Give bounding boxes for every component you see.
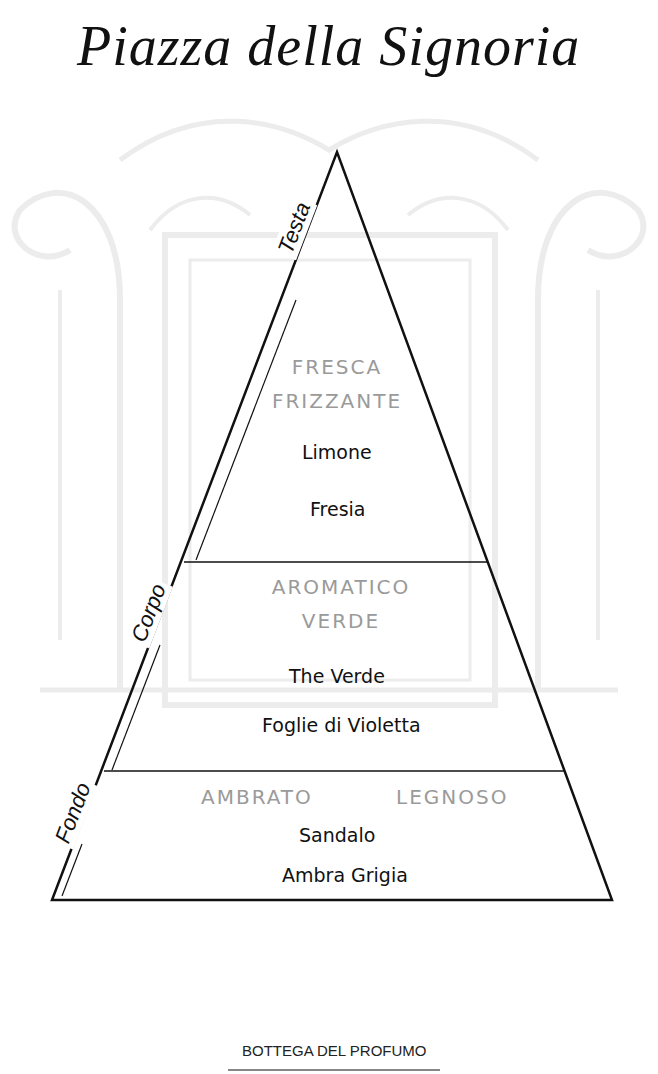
caption-underline [228, 1069, 440, 1070]
pyramid-outline [52, 152, 612, 900]
diagram-title: Piazza della Signoria [77, 14, 580, 78]
section-label: Corpo [125, 578, 173, 649]
section-label: Testa [272, 196, 317, 260]
note-ingredient: Ambra Grigia [282, 864, 408, 886]
note-ingredient: Foglie di Violetta [262, 714, 421, 736]
pyramid-band: Corpo AROMATICO VERDE The VerdeFoglie di V… [0, 562, 658, 771]
note-family: AMBRATO [201, 780, 313, 814]
note-ingredient: Fresia [310, 498, 365, 520]
brand-caption: BOTTEGA DEL PROFUMO [242, 1042, 426, 1059]
note-family: LEGNOSO [396, 780, 508, 814]
pyramid-band: TestaFRESCA FRIZZANTE LimoneFresia [0, 152, 658, 562]
pyramid-band: Fondo AMBRATO LEGNOSO SandaloAmbra Grigia [0, 771, 658, 900]
note-family: AROMATICO VERDE [241, 570, 441, 638]
note-ingredient: The Verde [289, 665, 385, 687]
note-ingredient: Limone [302, 441, 372, 463]
note-ingredient: Sandalo [299, 824, 375, 846]
ornament-watermark [15, 121, 644, 705]
section-label: Fondo [49, 776, 98, 849]
note-family: FRESCA FRIZZANTE [252, 350, 422, 418]
